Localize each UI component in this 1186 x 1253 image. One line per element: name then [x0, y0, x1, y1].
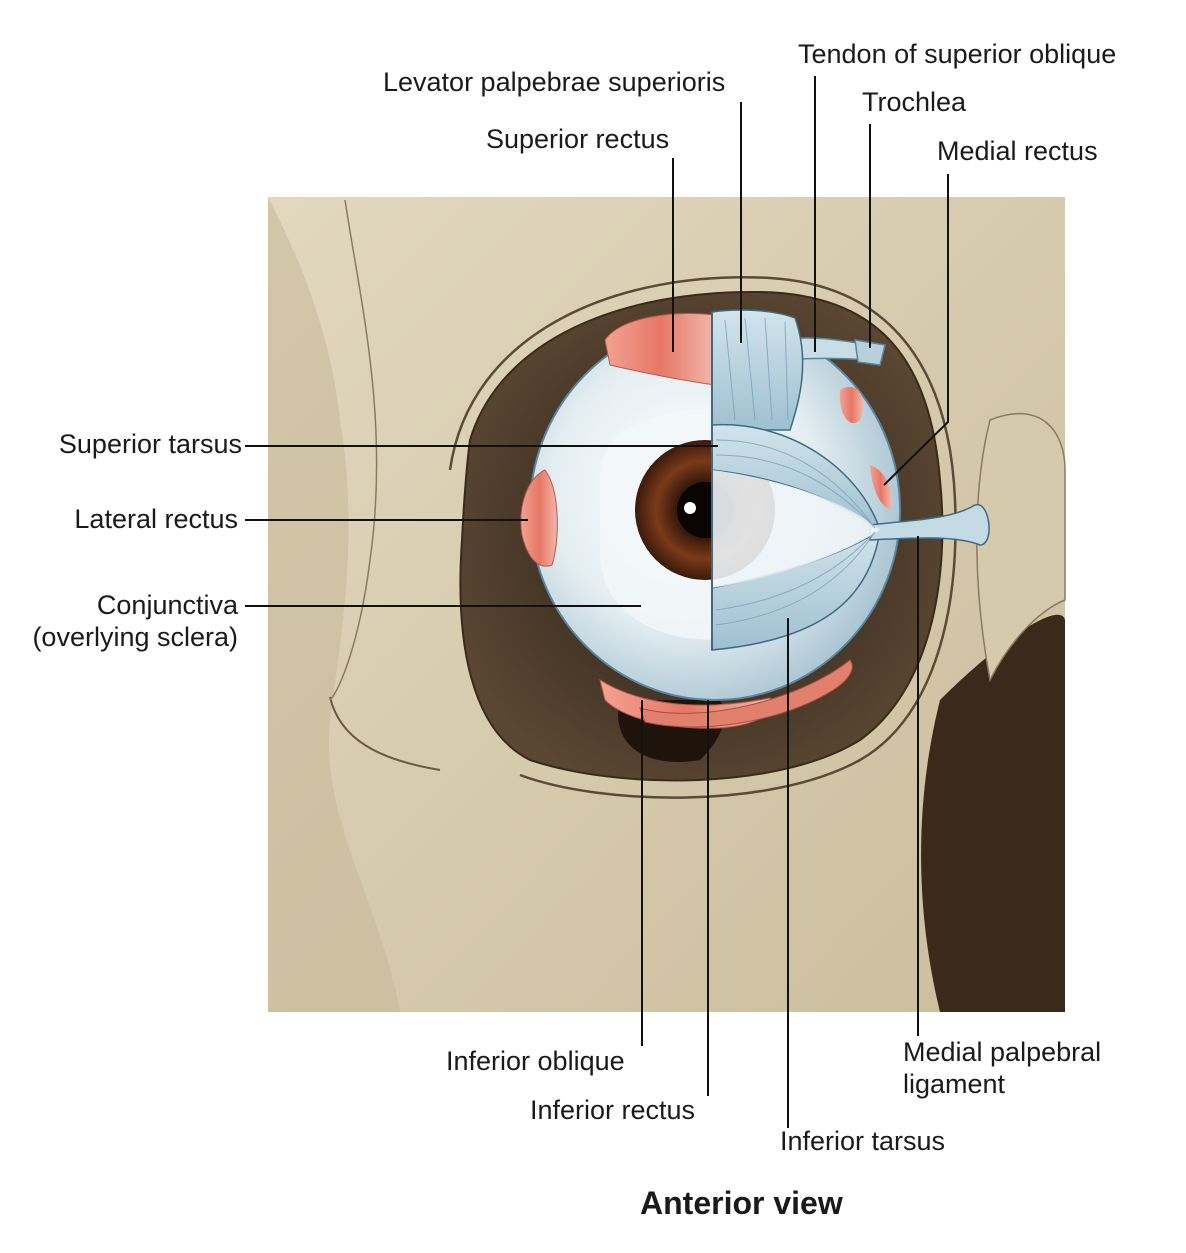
label-superior-rectus: Superior rectus [486, 124, 670, 154]
leader-lines [245, 76, 949, 1128]
caption-anterior-view: Anterior view [640, 1185, 843, 1221]
label-medial-palpebral: Medial palpebral ligament [903, 1036, 1101, 1101]
medial-rectus-muscle [870, 465, 892, 510]
label-conjunctiva-line1: Conjunctiva [96, 590, 238, 620]
label-conjunctiva: Conjunctiva (overlying sclera) [32, 589, 238, 654]
label-conjunctiva-line2: (overlying sclera) [32, 622, 238, 653]
lateral-rectus-muscle [520, 469, 558, 567]
label-trochlea: Trochlea [862, 87, 967, 117]
orbit-rim [448, 276, 957, 799]
tarsus-fibers [715, 317, 876, 626]
label-inferior-oblique: Inferior oblique [446, 1046, 625, 1076]
inferior-oblique-muscle [639, 659, 853, 728]
label-medial-palpebral-line1: Medial palpebral [903, 1037, 1102, 1067]
medial-canthus-sclera [712, 470, 880, 588]
label-inferior-rectus: Inferior rectus [530, 1095, 696, 1125]
trochlea [854, 339, 886, 366]
label-medial-rectus: Medial rectus [937, 136, 1098, 166]
nasal-cavity [921, 614, 1065, 1012]
label-lateral-rectus: Lateral rectus [74, 504, 238, 534]
levator-palpebrae-muscle [711, 309, 804, 431]
iris-highlight [684, 502, 696, 514]
leader-medial-rectus [883, 174, 949, 486]
label-medial-palpebral-line2: ligament [903, 1069, 1006, 1100]
label-levator-palpebrae: Levator palpebrae superioris [383, 67, 726, 97]
label-tendon-superior-oblique: Tendon of superior oblique [798, 39, 1117, 69]
label-inferior-tarsus: Inferior tarsus [780, 1126, 946, 1156]
label-superior-tarsus: Superior tarsus [58, 429, 242, 459]
medial-superior-muscle [839, 386, 864, 424]
